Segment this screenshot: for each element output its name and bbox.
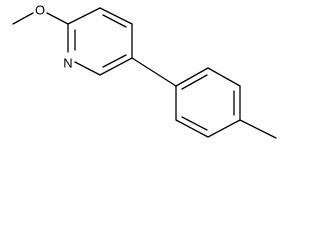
bond-benzene-c1-c2-double bbox=[181, 74, 208, 90]
bond-pyridine-c2-c3 bbox=[67, 7, 101, 25]
bond-para-methyl bbox=[239, 119, 277, 139]
bond-pyridine-c5-c6-double bbox=[102, 54, 127, 68]
oxygen-atom-label: O bbox=[35, 3, 45, 18]
chemical-structure-diagram: O N bbox=[12, 3, 277, 139]
bond-benzene-c2-c3 bbox=[207, 67, 241, 87]
bond-pyridine-c3-c4-double bbox=[102, 14, 127, 28]
bond-pyridine-c5-c6 bbox=[99, 57, 133, 76]
bond-benzene-c1-c2 bbox=[175, 67, 209, 87]
bond-pyridine-c3-c4 bbox=[99, 7, 133, 25]
bond-methyl-to-oxygen bbox=[12, 12, 34, 25]
bond-benzene-c5-c6 bbox=[175, 119, 209, 138]
bond-biaryl-link bbox=[131, 57, 177, 87]
nitrogen-atom-label: N bbox=[63, 56, 72, 71]
bond-benzene-c5-c6-double bbox=[181, 116, 208, 131]
bond-benzene-c4-c5 bbox=[207, 119, 241, 138]
bond-oxygen-to-ring bbox=[46, 12, 69, 25]
bond-pyridine-c6-n bbox=[74, 61, 101, 76]
